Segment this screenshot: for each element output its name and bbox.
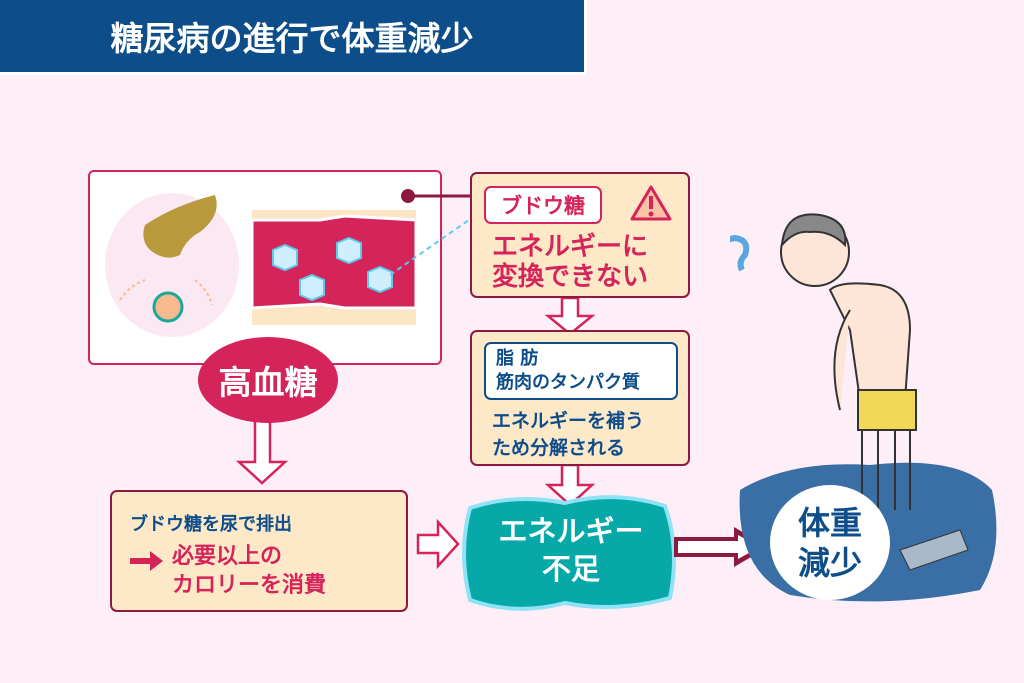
page-title: 糖尿病の進行で体重減少 [0, 0, 587, 75]
question-mark-icon [730, 234, 750, 272]
arrow-down-icon [544, 296, 596, 336]
arrow-down-icon [544, 463, 596, 507]
high-blood-sugar-badge: 高血糖 [198, 337, 338, 423]
energy-line1: エネルギー [498, 514, 644, 548]
muscle-protein-label: 筋肉のタンパク質 [496, 372, 640, 393]
high-sugar-label: 高血糖 [218, 363, 318, 402]
glucose-line1: エネルギーに [492, 232, 649, 262]
arrow-down-icon [235, 418, 289, 485]
glucose-line2: 変換できない [492, 262, 649, 292]
fat-label: 脂 肪 [496, 348, 539, 369]
arrow-right-icon [416, 518, 460, 570]
urine-box: ブドウ糖を尿で排出 必要以上の カロリーを消費 [110, 490, 408, 612]
weight-loss-badge: 体重 減少 [770, 485, 890, 600]
energy-blob [462, 495, 676, 611]
pancreas-icon [143, 195, 217, 258]
fat-muscle-label: 脂 肪 筋肉のタンパク質 [484, 342, 678, 400]
baby-icon [152, 291, 184, 323]
weight-loss-line2: 減少 [797, 543, 862, 582]
breakdown-line1: エネルギーを補う [492, 410, 645, 432]
glucose-box: ブドウ糖 エネルギーに 変換できない [470, 172, 690, 298]
urine-line1: ブドウ糖を尿で排出 [130, 514, 292, 535]
arrow-right-icon [130, 551, 163, 571]
breakdown-line2: ため分解される [492, 437, 626, 459]
breakdown-box: 脂 肪 筋肉のタンパク質 エネルギーを補う ため分解される [470, 330, 690, 466]
glucose-icons [272, 236, 393, 302]
man-icon [828, 282, 917, 510]
urine-line2: 必要以上の [172, 544, 283, 569]
glucose-label: ブドウ糖 [484, 186, 602, 224]
energy-line2: 不足 [541, 552, 600, 586]
weight-loss-line1: 体重 [797, 503, 862, 542]
warning-icon [630, 185, 672, 221]
urine-line3: カロリーを消費 [172, 573, 327, 598]
